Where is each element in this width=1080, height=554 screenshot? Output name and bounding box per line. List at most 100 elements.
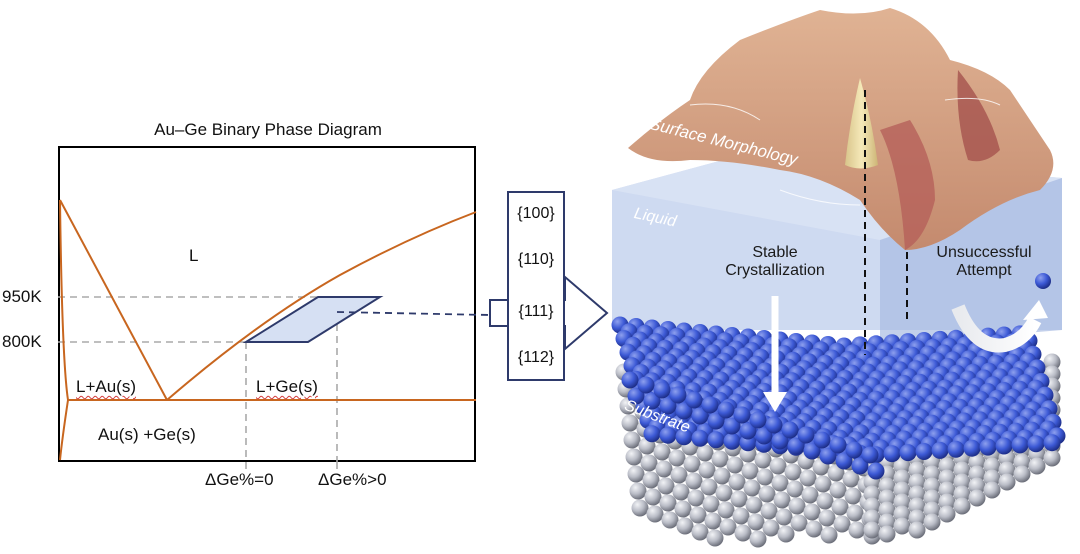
atom <box>844 487 862 505</box>
atom <box>893 505 911 523</box>
peak-guide-lines <box>864 90 908 355</box>
atom <box>851 457 869 475</box>
atom <box>863 485 881 503</box>
atom <box>908 509 926 527</box>
atom <box>629 482 647 500</box>
atom <box>923 489 941 507</box>
unsuccessful-label-line1: Unsuccessful <box>936 244 1032 261</box>
atom <box>640 454 658 472</box>
atom <box>668 449 686 467</box>
atom <box>675 428 693 446</box>
atom <box>1043 434 1061 452</box>
atom <box>749 411 767 429</box>
atom <box>848 521 866 539</box>
atom <box>739 434 757 452</box>
atom <box>762 519 780 537</box>
atom <box>691 407 709 425</box>
atom <box>784 463 802 481</box>
atom <box>878 513 896 531</box>
atom <box>878 525 896 543</box>
atom <box>674 500 692 518</box>
atom <box>711 450 729 468</box>
atom <box>923 477 941 495</box>
atom <box>755 427 773 445</box>
atom <box>899 444 917 462</box>
atom <box>931 441 949 459</box>
atom <box>713 467 731 485</box>
atom <box>908 461 926 479</box>
unsuccessful-label-line2: Attempt <box>956 262 1012 279</box>
atom <box>867 462 885 480</box>
atom <box>833 515 851 533</box>
atom <box>829 436 847 454</box>
atom <box>799 469 817 487</box>
atom <box>863 521 881 539</box>
atom <box>659 397 677 415</box>
atom <box>938 469 956 487</box>
atom <box>983 469 1001 487</box>
atom <box>816 492 834 510</box>
atom <box>998 461 1016 479</box>
atom <box>893 517 911 535</box>
phase-boundaries <box>59 199 477 461</box>
atom <box>691 523 709 541</box>
atom <box>669 386 687 404</box>
region-label-l-au: L+Au(s) <box>76 377 136 397</box>
atom <box>842 470 860 488</box>
atom <box>846 504 864 522</box>
phase-diagram-title: Au–Ge Binary Phase Diagram <box>154 120 382 139</box>
atom <box>968 453 986 471</box>
atom <box>983 457 1001 475</box>
escaping-atom <box>1035 273 1051 289</box>
temp-label-950: 950K <box>2 287 42 306</box>
atom <box>814 475 832 493</box>
stable-label-line1: Stable <box>752 244 798 261</box>
atom <box>908 473 926 491</box>
atom <box>696 444 714 462</box>
atom <box>723 432 741 450</box>
atom <box>819 447 837 465</box>
atom <box>1028 457 1046 475</box>
atom <box>749 530 767 548</box>
atom <box>845 441 863 459</box>
atom <box>805 520 823 538</box>
atom <box>659 426 677 444</box>
atom <box>979 438 997 456</box>
atom <box>953 497 971 515</box>
atom <box>998 473 1016 491</box>
atom <box>788 497 806 515</box>
atom <box>983 481 1001 499</box>
atom <box>769 457 787 475</box>
atom <box>797 426 815 444</box>
facet-100: {100} <box>517 205 555 222</box>
top-layer-atoms <box>611 316 1066 480</box>
atom <box>723 417 741 435</box>
atom <box>685 391 703 409</box>
surface-morphology <box>628 8 1054 250</box>
atom <box>1027 435 1045 453</box>
atom <box>653 381 671 399</box>
atom <box>643 392 661 410</box>
atom <box>968 489 986 507</box>
supersaturation-region <box>242 296 384 343</box>
region-label-l-ge-text: L+Ge(s) <box>256 377 318 396</box>
atom <box>743 479 761 497</box>
atom <box>953 485 971 503</box>
atom <box>687 489 705 507</box>
atom <box>818 509 836 527</box>
atom <box>672 483 690 501</box>
atom <box>777 525 795 543</box>
atom <box>657 477 675 495</box>
atom <box>706 529 724 547</box>
atom <box>758 485 776 503</box>
stable-label-line2: Crystallization <box>725 262 825 279</box>
composition-label-zero: ΔGe%=0 <box>205 470 274 489</box>
atom <box>1043 353 1061 371</box>
atom <box>719 518 737 536</box>
atom <box>715 484 733 502</box>
atom <box>627 465 645 483</box>
atom <box>631 499 649 517</box>
atom <box>745 496 763 514</box>
atom <box>773 491 791 509</box>
